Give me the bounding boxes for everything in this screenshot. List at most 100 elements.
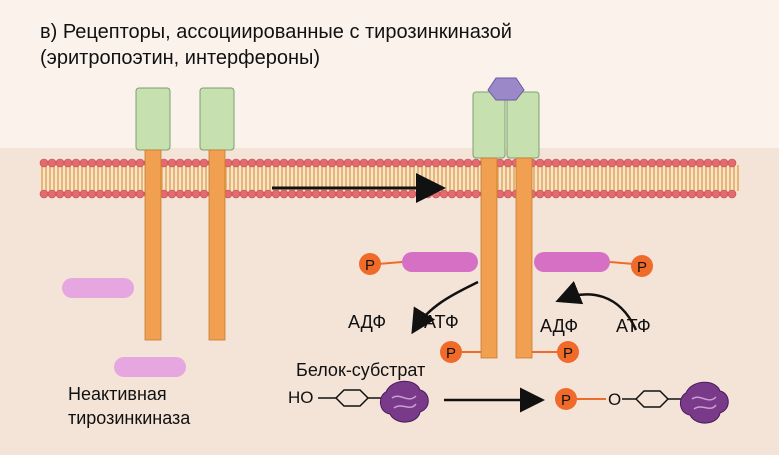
lipid-head [231,158,241,168]
lipid-head [503,189,513,199]
phosphate-label: P [561,392,571,409]
lipid-head [135,189,145,199]
lipid-head [247,158,257,168]
lipid-head [167,189,177,199]
lipid-head [239,189,249,199]
lipid-head [311,158,321,168]
lipid-head [167,158,177,168]
lipid-head [607,189,617,199]
lipid-head [439,189,449,199]
lipid-head [655,158,665,168]
lipid-head [567,189,577,199]
lipid-head [567,158,577,168]
lipid-head [575,158,585,168]
lipid-head [719,158,729,168]
lipid-head [351,189,361,199]
substrate-unphosphorylated: HO [288,380,429,423]
lipid-head [575,189,585,199]
inactive-kinase-2 [114,357,186,377]
lipid-head [367,158,377,168]
lipid-head [687,189,697,199]
lipid-head [103,189,113,199]
inactive-kinase-label-line-1: Неактивная [68,384,167,404]
lipid-head [503,158,513,168]
lipid-head [375,158,385,168]
phosphate-label: P [365,257,375,274]
atp-label-right: АТФ [616,316,651,336]
lipid-head [183,158,193,168]
lipid-head [87,189,97,199]
lipid-head [95,158,105,168]
lipid-head [583,158,593,168]
active-kinase-right [534,252,610,272]
phosphate-circle [631,255,653,277]
phosphate-receptor-left: P [440,341,481,363]
active-kinase-left [402,252,478,272]
lipid-head [471,189,481,199]
lipid-head [415,158,425,168]
lipid-head [719,189,729,199]
lipid-head [591,158,601,168]
lipid-head [95,189,105,199]
lipid-head [311,189,321,199]
lipid-head [231,189,241,199]
lipid-head [319,189,329,199]
title-line-1: в) Рецепторы, ассоциированные с тирозинк… [40,21,512,43]
lipid-head [175,189,185,199]
lipid-head [455,189,465,199]
ligand-icon [487,77,525,101]
lipid-head [71,189,81,199]
lipid-head [55,189,65,199]
lipid-head [39,189,49,199]
lipid-head [543,189,553,199]
substrate-label: Белок-субстрат [296,360,425,380]
lipid-head [119,189,129,199]
lipid-head [399,158,409,168]
lipid-head [127,158,137,168]
bond-line [609,261,635,265]
lipid-head [423,158,433,168]
lipid-head [639,189,649,199]
lipid-head [615,158,625,168]
phosphate-circle [557,341,579,363]
lipid-head [279,189,289,199]
lipid-head [655,189,665,199]
lipid-head [319,158,329,168]
lipid-head [607,158,617,168]
lipid-head [711,158,721,168]
lipid-head [703,189,713,199]
lipid-head [295,158,305,168]
lipid-head [407,158,417,168]
lipid-head [703,158,713,168]
lipid-head [391,158,401,168]
lipid-head [255,158,265,168]
lipid-head [615,189,625,199]
lipid-head [287,158,297,168]
inactive-kinase-label-line-2: тирозинкиназа [68,408,191,428]
lipid-head [287,189,297,199]
phosphate-circle [555,388,577,410]
lipid-head [551,189,561,199]
lipid-head [263,189,273,199]
lipid-head [455,158,465,168]
phosphate-label: P [563,345,573,362]
bond-line [377,261,403,265]
lipid-head [727,158,737,168]
lipid-head [127,189,137,199]
inactive-kinase-1 [62,278,134,298]
lipid-head [599,158,609,168]
lipid-head [87,158,97,168]
lipid-head [439,158,449,168]
receptor-dimer [472,77,540,359]
lipid-head [631,158,641,168]
receptor-head [506,91,540,159]
lipid-head [535,189,545,199]
lipid-head [391,189,401,199]
receptor-head [135,87,171,151]
lipid-head [399,189,409,199]
lipid-head [551,158,561,168]
lipid-head [111,189,121,199]
lipid-head [111,158,121,168]
